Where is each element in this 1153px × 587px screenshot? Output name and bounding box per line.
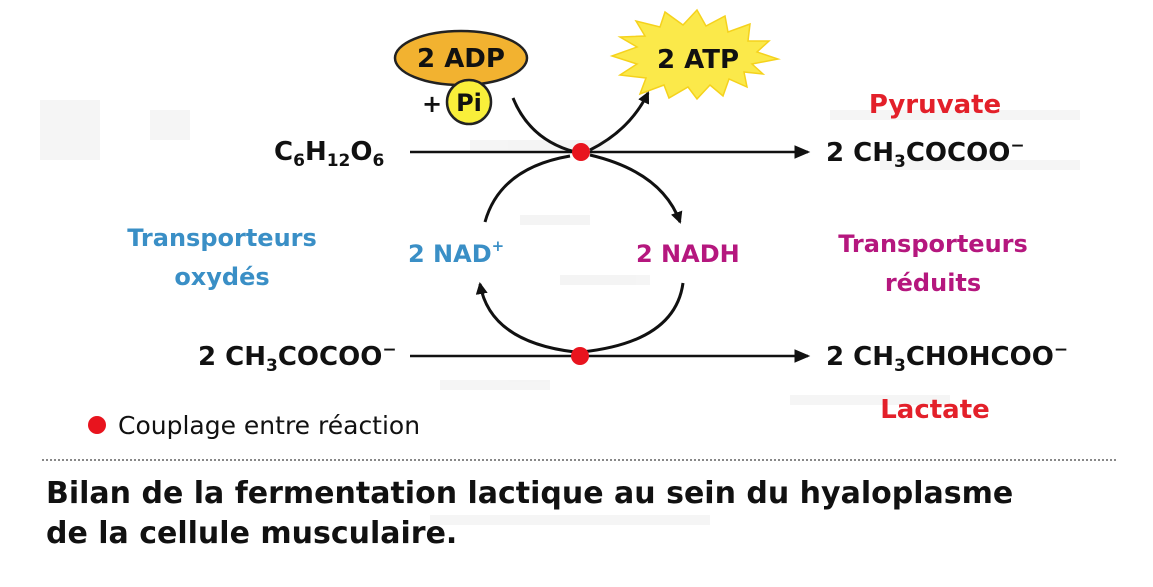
pyruvate-in-formula: 2 CH3COCOO− — [198, 340, 397, 376]
atp-out-curve — [589, 91, 650, 152]
adp-in-curve — [511, 97, 576, 154]
pi-circle — [445, 78, 493, 126]
nad-label: 2 NAD+ — [408, 237, 504, 268]
reduced-carriers-line1: Transporteurs — [838, 230, 1028, 258]
adp-label: 2 ADP — [417, 44, 505, 74]
nad-regeneration-curve — [475, 282, 576, 354]
pyruvate-out-formula: 2 CH3COCOO− — [826, 136, 1025, 172]
reduced-carriers-line2: réduits — [885, 269, 981, 297]
lactate-label: Lactate — [880, 395, 990, 425]
atp-starburst — [609, 8, 781, 101]
legend-text: Couplage entre réaction — [118, 411, 420, 440]
legend-dot — [88, 416, 106, 434]
nad-consumption-curve — [483, 154, 571, 223]
lactate-out-formula: 2 CH3CHOHCOO− — [826, 340, 1068, 376]
caption-line-1: Bilan de la fermentation lactique au sei… — [46, 476, 1014, 511]
atp-label: 2 ATP — [657, 45, 739, 75]
oxidized-carriers-line1: Transporteurs — [127, 224, 317, 252]
nadh-consumption-curve — [581, 282, 685, 354]
nadh-label: 2 NADH — [636, 240, 740, 268]
figure-caption: Bilan de la fermentation lactique au sei… — [46, 474, 1013, 554]
nadh-production-curve — [589, 153, 683, 224]
coupling-dot-bottom — [571, 347, 589, 365]
glucose-formula: C6H12O6 — [274, 137, 384, 171]
pi-label: Pi — [456, 89, 482, 117]
coupling-dot-top — [572, 143, 590, 161]
pyruvate-label: Pyruvate — [869, 90, 1001, 120]
oxidized-carriers-line2: oxydés — [174, 263, 269, 291]
plus-sign: + — [422, 90, 442, 118]
background-texture — [40, 100, 1080, 525]
caption-line-2: de la cellule musculaire. — [46, 516, 458, 551]
